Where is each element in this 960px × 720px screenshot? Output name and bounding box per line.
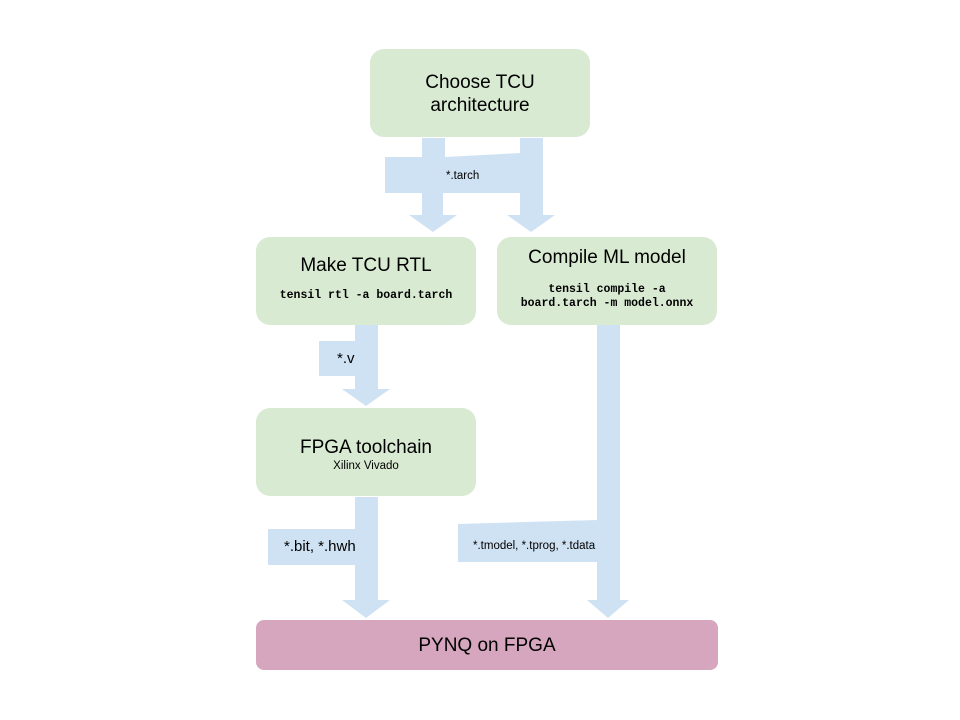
edge-label-model-files: *.tmodel, *.tprog, *.tdata	[473, 540, 596, 552]
node-compile-model-command: tensil compile -a board.tarch -m model.o…	[520, 283, 694, 310]
node-pynq: PYNQ on FPGA	[256, 620, 718, 670]
node-choose-architecture: Choose TCU architecture	[370, 49, 590, 137]
node-pynq-title: PYNQ on FPGA	[418, 635, 556, 656]
node-fpga-toolchain-title: FPGA toolchain	[299, 437, 433, 458]
edge-label-bitstream: *.bit, *.hwh	[284, 538, 356, 555]
arrow-tarch	[385, 138, 555, 232]
edge-label-tarch: *.tarch	[446, 170, 480, 182]
arrow-bitstream	[268, 497, 390, 618]
node-fpga-toolchain: FPGA toolchain Xilinx Vivado	[256, 408, 476, 496]
node-compile-model: Compile ML model tensil compile -a board…	[497, 237, 717, 325]
arrow-model-files	[458, 325, 629, 618]
node-fpga-toolchain-subtitle: Xilinx Vivado	[333, 460, 399, 472]
node-make-rtl-title: Make TCU RTL	[300, 255, 432, 276]
node-make-rtl: Make TCU RTL tensil rtl -a board.tarch	[256, 237, 476, 325]
edge-label-verilog: *.v	[337, 350, 355, 367]
node-compile-model-title: Compile ML model	[528, 247, 686, 268]
arrow-verilog	[319, 325, 390, 406]
node-make-rtl-command: tensil rtl -a board.tarch	[279, 289, 453, 302]
node-choose-architecture-title: Choose TCU architecture	[425, 72, 535, 116]
